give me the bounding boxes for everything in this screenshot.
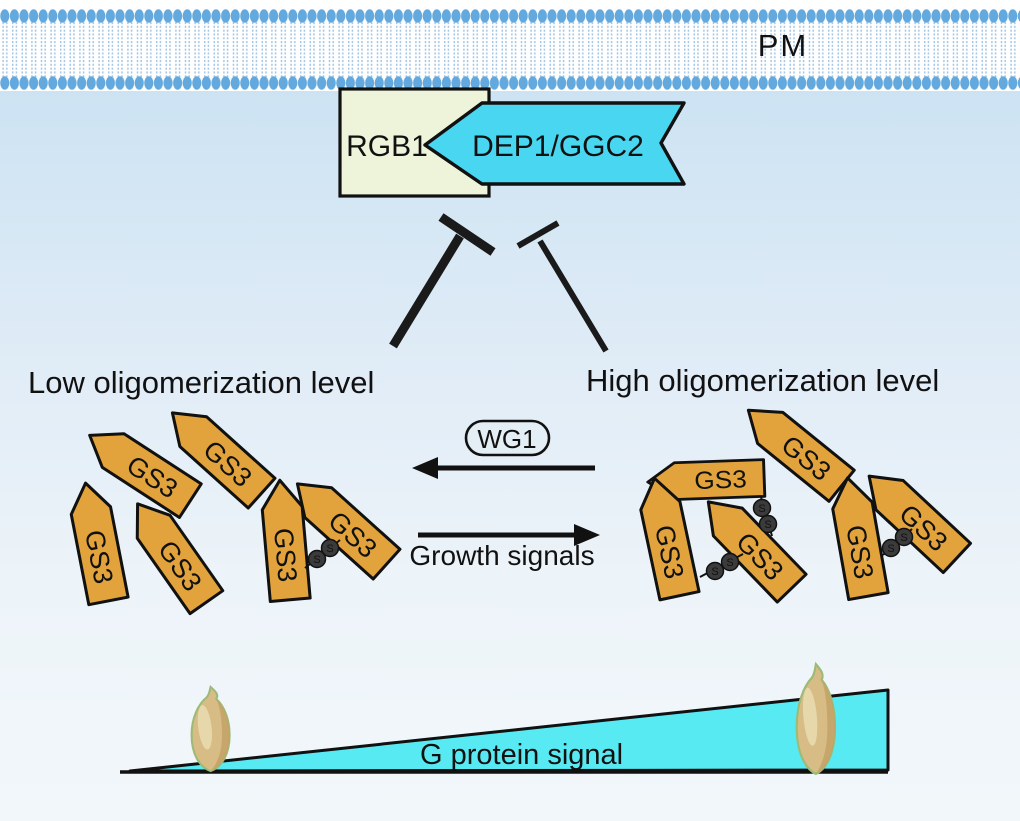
rice-grain-small [190, 685, 231, 773]
gs3-monomer: GS3 [260, 478, 312, 604]
gs3-label: GS3 [268, 527, 303, 583]
bond-s-label: S [887, 543, 894, 555]
bond-s-label: S [758, 503, 765, 515]
receptor-complex: RGB1 DEP1/GGC2 [338, 87, 686, 198]
gs3-monomer: GS3 [706, 500, 808, 604]
inhibition-tbar-strong [389, 213, 496, 349]
gs3-monomer: GS3 [831, 476, 890, 602]
bond-s-label: S [764, 519, 771, 531]
lipid-bilayer-pattern [0, 8, 1020, 90]
bond-s-label: S [726, 557, 733, 569]
rgb1-label: RGB1 [346, 130, 428, 163]
gs3-cluster-high: GS3 GS3 GS3 GS3 S S S S [639, 408, 973, 604]
inhibition-tbar-weak [516, 220, 609, 353]
gs3-monomer: GS3 [639, 476, 701, 602]
bond-s-label: S [711, 566, 718, 578]
wg1-pill [464, 419, 551, 457]
wg1-badge: WG1 [464, 419, 551, 457]
plasma-membrane: PM [0, 0, 1020, 91]
signal-gradient: G protein signal [120, 688, 890, 774]
oligomerization-arrow [418, 524, 600, 546]
rice-grain-large [795, 661, 837, 776]
disulfide-bond: S S [699, 552, 744, 581]
dep1-label: DEP1/GGC2 [472, 130, 644, 163]
disulfide-bond: S S [881, 527, 914, 558]
disulfide-bond: S S [752, 496, 778, 537]
gs3-monomer: GS3 [646, 458, 767, 501]
gs3-monomer: GS3 [69, 481, 130, 607]
disulfide-bond: S S [304, 538, 341, 569]
growth-signals-label: Growth signals [409, 540, 594, 571]
gs3-monomer: GS3 [88, 432, 203, 519]
bond-s-label: S [313, 554, 320, 566]
bond-s-label: S [326, 543, 333, 555]
high-oligomerization-label: High oligomerization level [586, 363, 939, 398]
wg1-label: WG1 [477, 424, 536, 454]
dep1-arrow [423, 101, 686, 186]
depolymerization-arrow [412, 457, 595, 479]
pm-label: PM [758, 28, 809, 63]
low-oligomerization-label: Low oligomerization level [28, 365, 374, 400]
bond-s-label: S [900, 532, 907, 544]
gs3-cluster-low: GS3 GS3 GS3 GS3 GS3 GS3 S S [69, 411, 402, 616]
g-protein-signal-label: G protein signal [420, 739, 623, 771]
gs3-label: GS3 [694, 466, 747, 495]
